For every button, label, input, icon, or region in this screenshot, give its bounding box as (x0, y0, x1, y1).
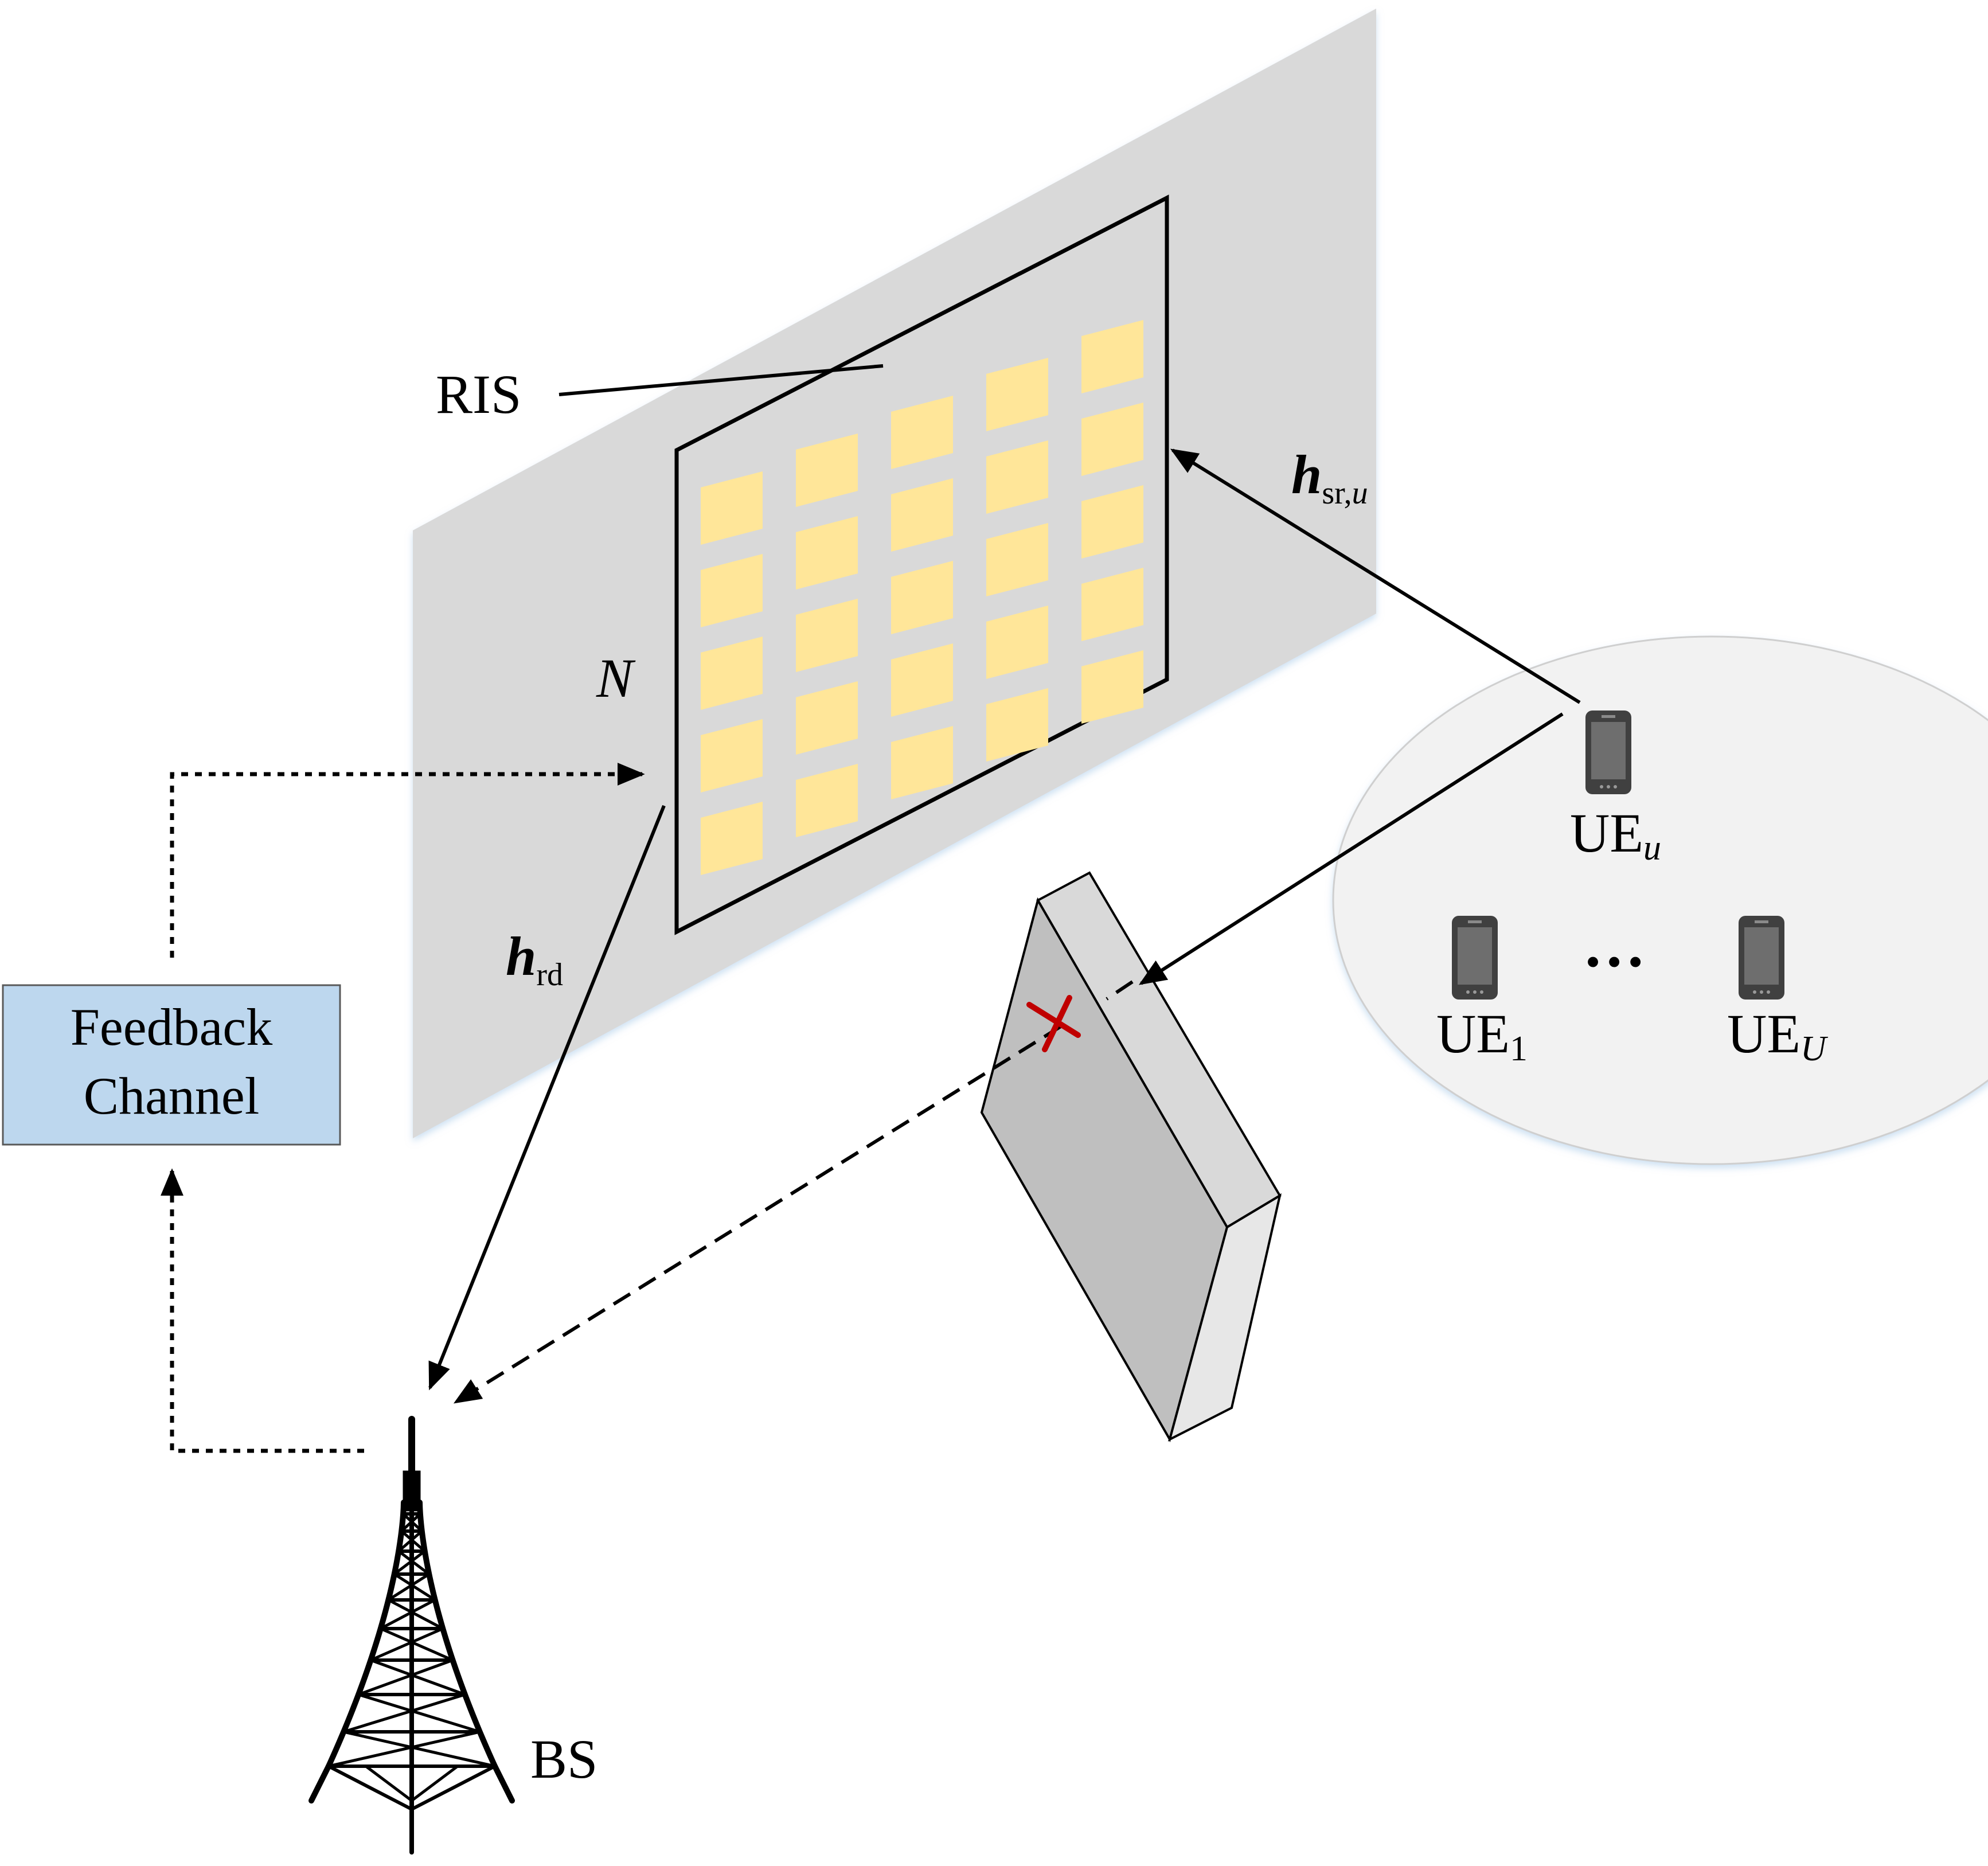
ris-element (796, 764, 858, 837)
ris-element (1081, 320, 1143, 393)
ris-label: RIS (436, 364, 521, 425)
h-sr-symbol: h (1291, 444, 1322, 505)
x-mark-icon (1026, 995, 1081, 1052)
smartphone-icon (1585, 711, 1631, 794)
h-rd-subscript: rd (536, 957, 563, 993)
ris-element (796, 681, 858, 755)
ue-1-label: UE1 (1436, 1003, 1528, 1068)
feedback-label-line2: Channel (84, 1067, 260, 1125)
feedback-channel-box (2, 984, 341, 1146)
ris-element (986, 523, 1048, 596)
ris-element (986, 606, 1048, 679)
smartphone-icon (1452, 916, 1498, 1000)
ris-element (796, 434, 858, 507)
antenna-tower-icon (308, 1416, 515, 1855)
ue-u-label: UEu (1570, 802, 1661, 868)
ue-U-main: UE (1727, 1003, 1800, 1064)
ue-u-main: UE (1570, 802, 1643, 864)
h-sr-label: hsr,u (1291, 444, 1368, 511)
h-sr-subscript: sr, (1322, 475, 1352, 511)
bs-label: BS (530, 1728, 597, 1790)
blocked-direct-link (1106, 980, 1134, 1001)
ris-element (891, 726, 953, 799)
ue-area (1332, 635, 1988, 1165)
ris-element (891, 396, 953, 469)
ris-pointer-line (558, 364, 884, 396)
ris-element (701, 554, 763, 627)
ris-element (796, 599, 858, 672)
ris-element (986, 440, 1048, 514)
ue-1-main: UE (1436, 1003, 1510, 1064)
ue-ellipsis: … (1583, 910, 1646, 980)
ris-element (1081, 403, 1143, 476)
ris-element (891, 643, 953, 717)
bs-to-feedback-dotted-arrow (161, 1168, 364, 1453)
ris-element (1081, 485, 1143, 559)
ris-element (701, 637, 763, 710)
ris-element (986, 358, 1048, 431)
ris-element (701, 802, 763, 875)
ris-element (796, 516, 858, 590)
ue-1-subscript: 1 (1510, 1029, 1528, 1068)
ris-element (891, 561, 953, 634)
smartphone-icon (1739, 916, 1784, 1000)
h-rd-label: hrd (506, 926, 563, 993)
feedback-label-line1: Feedback (71, 998, 273, 1056)
ris-size-label: N (596, 647, 636, 709)
ue-to-obstacle-arrow (1138, 712, 1564, 985)
ue-to-ris-arrow (1170, 448, 1581, 704)
h-sr-subscript-u: u (1352, 475, 1368, 511)
direct-link-dashed-arrow (453, 1025, 1062, 1404)
ris-element (1081, 568, 1143, 641)
ris-element (701, 719, 763, 793)
ris-element (1081, 650, 1143, 724)
obstacle-block (980, 871, 1282, 1443)
ue-U-subscript: U (1800, 1029, 1829, 1068)
ris-to-bs-arrow (428, 805, 666, 1391)
ris-element (701, 471, 763, 545)
h-rd-symbol: h (506, 926, 536, 987)
ue-u-subscript: u (1643, 829, 1661, 868)
ris-element-grid (701, 320, 1143, 875)
ris-element (891, 478, 953, 552)
feedback-to-ris-dotted-arrow (170, 763, 645, 958)
ris-element (986, 688, 1048, 762)
ue-U-label: UEU (1727, 1003, 1829, 1068)
